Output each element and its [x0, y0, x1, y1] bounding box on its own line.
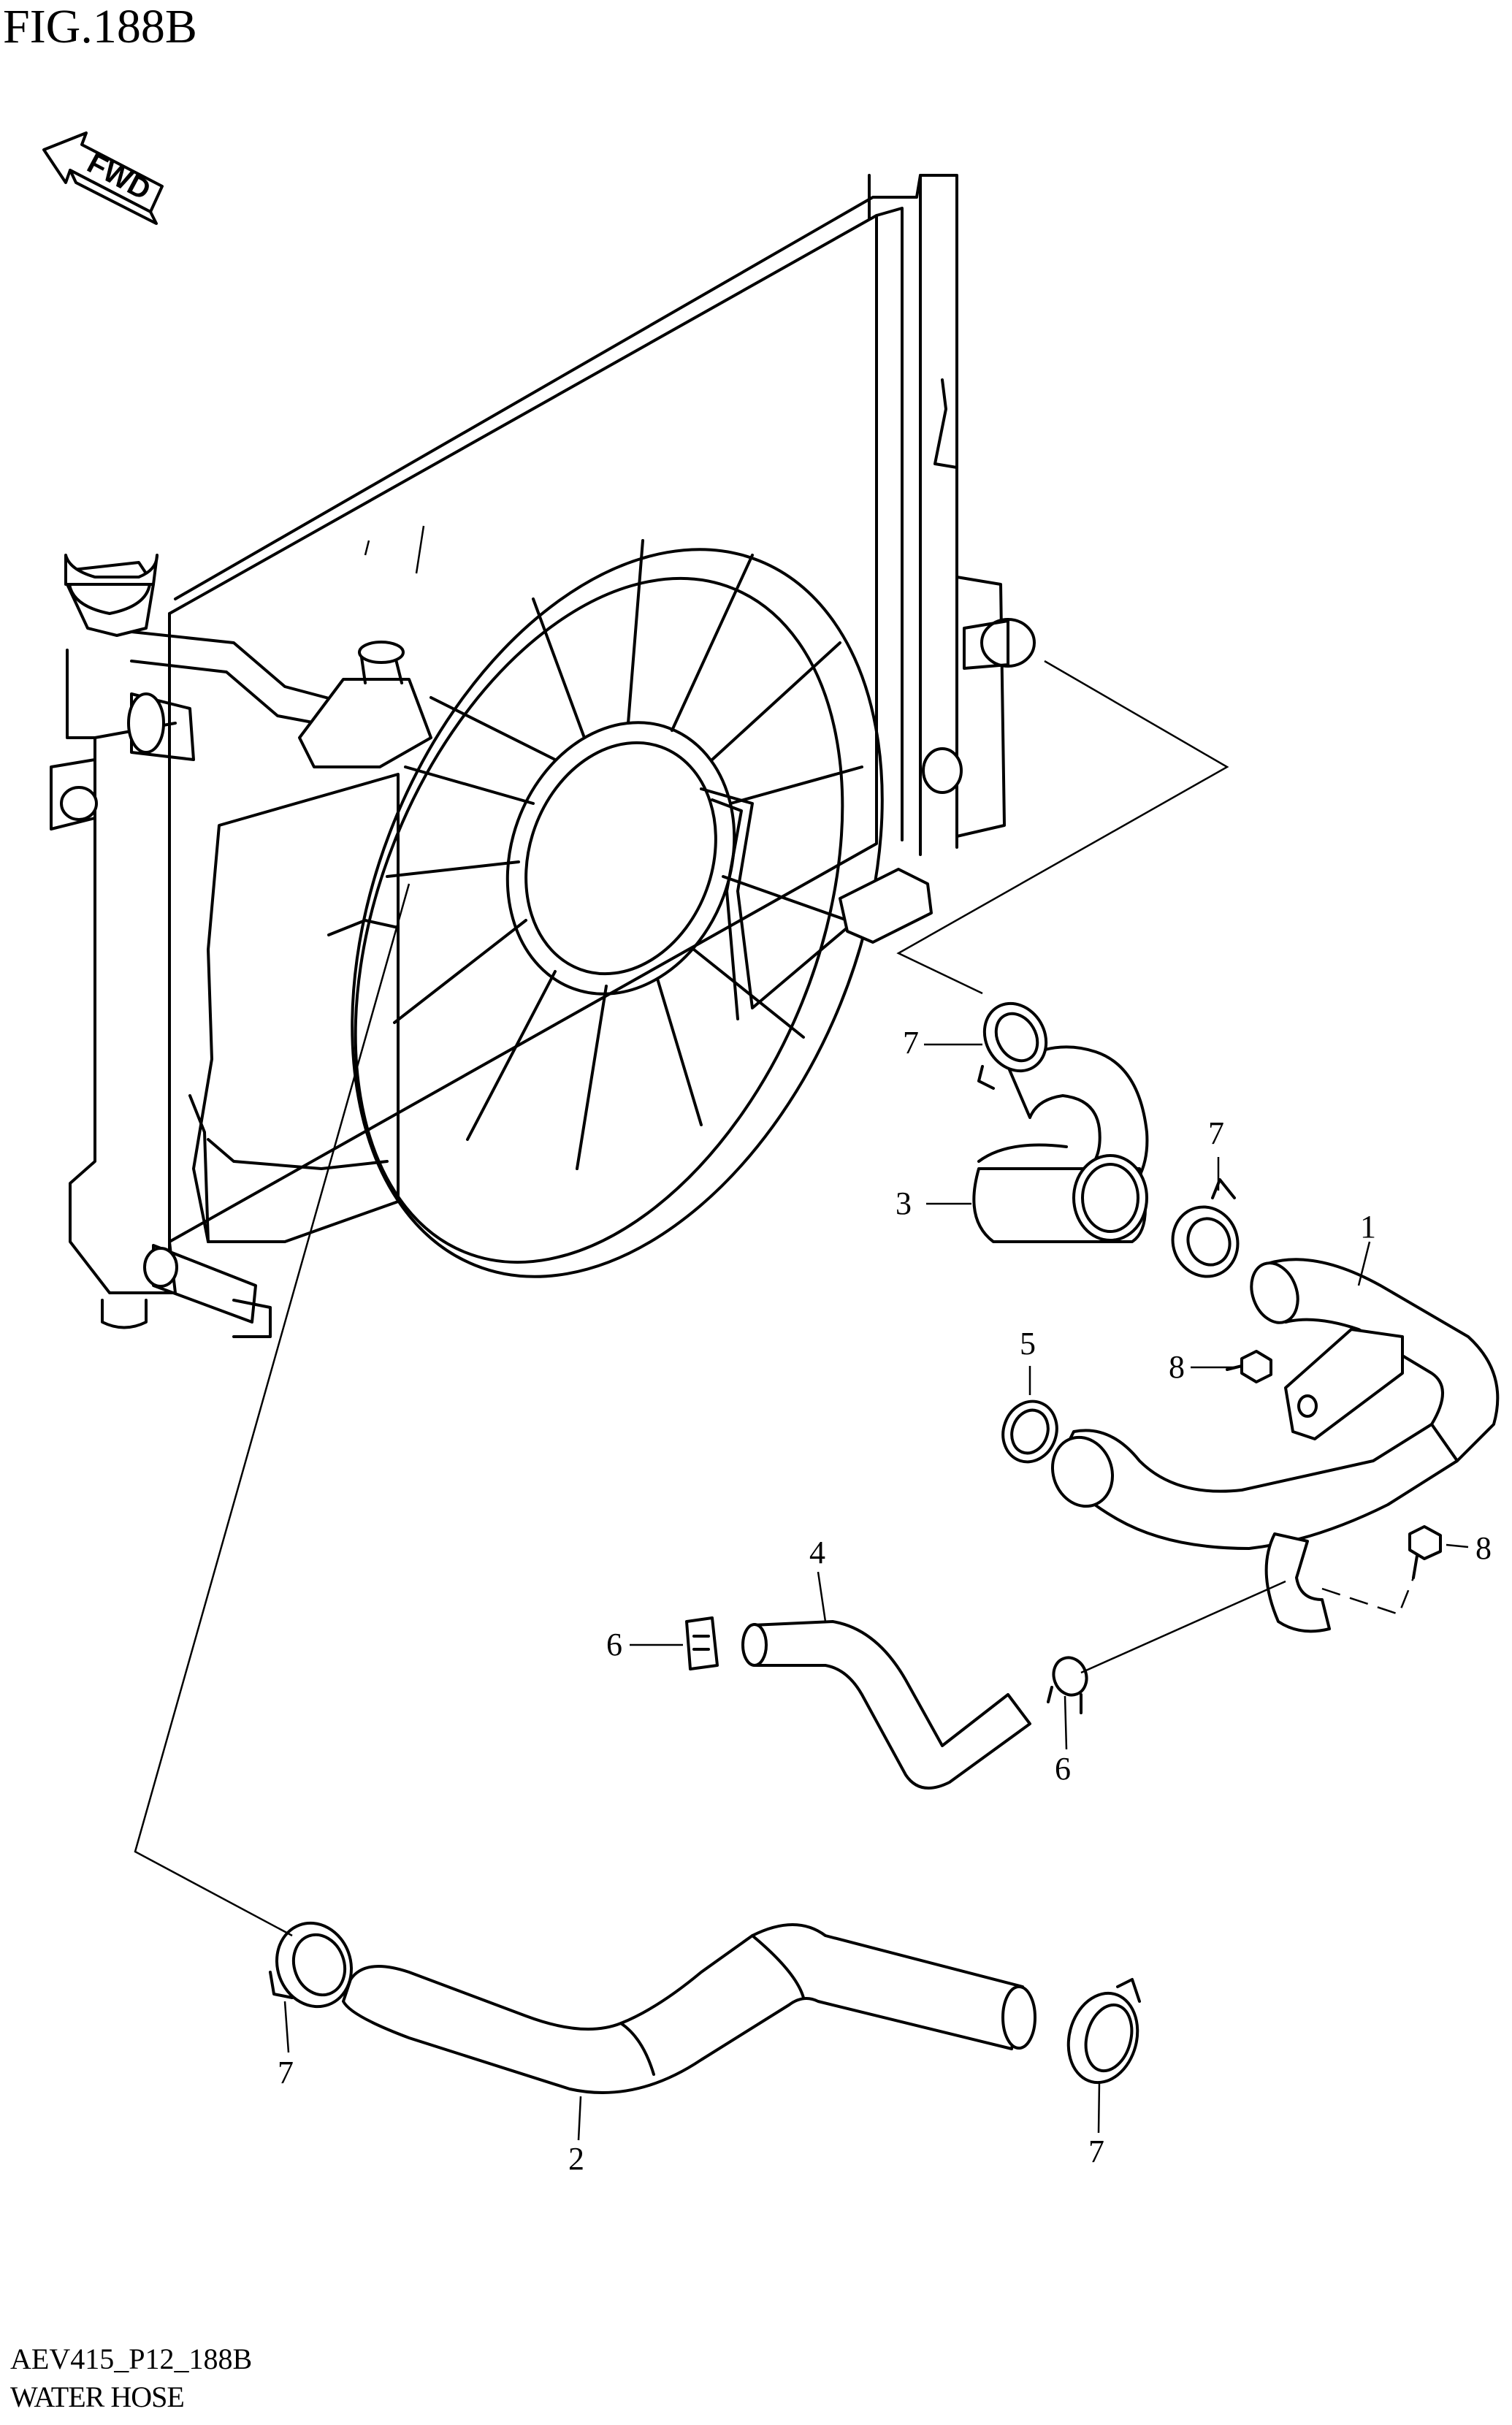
clamp-part-7-top	[977, 1001, 1048, 1090]
callout-part-7-lower-right: 7	[1088, 2134, 1104, 2169]
pipe-part-1	[1050, 1258, 1500, 1633]
callout-part-5: 5	[1020, 1326, 1036, 1362]
fan-shroud	[351, 539, 933, 1278]
clip-part-6-left	[685, 1616, 719, 1670]
callout-part-1: 1	[1360, 1209, 1376, 1245]
o-ring-part-5	[1001, 1399, 1058, 1464]
section-name: WATER HOSE	[10, 2380, 185, 2413]
clamp-part-7-lower-left	[269, 1921, 354, 2009]
hose-part-2	[342, 1923, 1036, 2094]
callout-part-2: 2	[568, 2141, 584, 2177]
callout-part-6-left: 6	[606, 1627, 622, 1662]
leader-lines	[134, 660, 1469, 2141]
callout-part-8-lower: 8	[1475, 1530, 1492, 1566]
callout-part-7-top: 7	[903, 1025, 919, 1061]
callout-part-7-right: 7	[1208, 1115, 1224, 1151]
radiator-assembly	[50, 174, 1036, 1338]
clamp-part-7-lower-right	[1066, 1978, 1141, 2085]
drawing-code: AEV415_P12_188B	[10, 2342, 253, 2375]
callout-part-3: 3	[896, 1185, 912, 1221]
callout-part-6-bottom: 6	[1055, 1751, 1071, 1787]
callout-part-8-upper: 8	[1169, 1349, 1185, 1385]
figure-title: FIG.188B	[3, 0, 197, 53]
hose-part-4	[741, 1620, 1031, 1790]
callout-labels: 7 7 3 1 5 8 8 4 6 6 7 2 7	[278, 1025, 1492, 2177]
callout-part-7-lower-left: 7	[278, 2055, 294, 2090]
clip-part-6-bottom	[1047, 1656, 1088, 1714]
callout-part-4: 4	[809, 1535, 825, 1570]
bolt-part-8-lower	[1408, 1525, 1442, 1579]
clamp-part-7-right	[1171, 1178, 1240, 1278]
fwd-arrow-icon: FWD	[42, 131, 164, 225]
hose-part-3	[972, 1045, 1149, 1243]
